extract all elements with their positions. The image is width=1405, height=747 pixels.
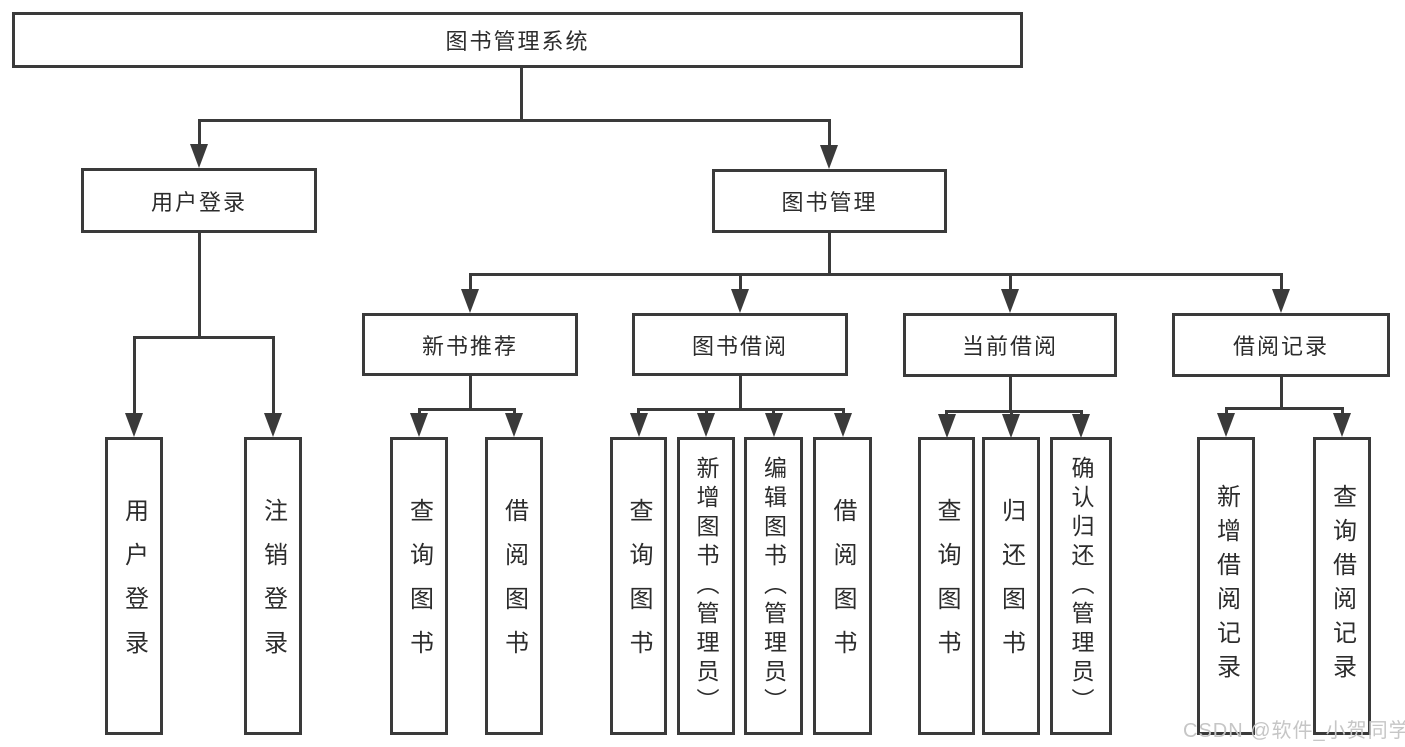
- connector-bookmgmt-branch: [469, 273, 1282, 276]
- leaf-borrowing-borrow: 借阅图书: [813, 437, 872, 735]
- node-root-library-system: 图书管理系统: [12, 12, 1023, 68]
- connector-userlogin-branch: [133, 336, 275, 339]
- connector-bookborrow-branch: [637, 408, 844, 411]
- connector-arrow-shaft-nb-borrow: [513, 408, 516, 415]
- leaf-borrowing-query: 查询图书: [610, 437, 667, 735]
- node-book-management: 图书管理: [712, 169, 947, 233]
- leaf-records-add: 新增借阅记录: [1197, 437, 1255, 735]
- connector-arrow-shaft-cb-query: [945, 410, 948, 416]
- connector-arrow-shaft-cb-return: [1010, 410, 1013, 416]
- leaf-borrowing-add-admin: 新增图书（管理员）: [677, 437, 735, 735]
- leaf-user-login: 用户登录: [105, 437, 163, 735]
- connector-arrow-shaft-login: [133, 336, 136, 413]
- leaf-newbooks-borrow: 借阅图书: [485, 437, 543, 735]
- connector-arrow-shaft-bb-query: [637, 408, 640, 415]
- arrowhead-user-login: [190, 144, 208, 168]
- arrowhead-cb-confirm: [1072, 414, 1090, 438]
- connector-arrow-shaft-user-login: [198, 119, 201, 146]
- leaf-borrowing-edit-admin: 编辑图书（管理员）: [744, 437, 803, 735]
- connector-records-branch: [1225, 407, 1344, 410]
- node-current-borrowing: 当前借阅: [903, 313, 1117, 377]
- connector-arrow-shaft-newbooks: [469, 273, 472, 291]
- connector-arrow-shaft-cb-confirm: [1080, 410, 1083, 416]
- node-new-book-recommend: 新书推荐: [362, 313, 578, 376]
- connector-arrow-shaft-bb-add: [705, 408, 708, 415]
- arrowhead-cb-query: [938, 414, 956, 438]
- arrowhead-nb-borrow: [505, 413, 523, 437]
- node-user-login: 用户登录: [81, 168, 317, 233]
- arrowhead-br-add: [1217, 413, 1235, 437]
- connector-currentborrow-branch: [945, 410, 1083, 413]
- connector-bookborrow-stem: [739, 376, 742, 408]
- arrowhead-book-mgmt: [820, 145, 838, 169]
- connector-newbooks-stem: [469, 376, 472, 408]
- connector-userlogin-stem: [198, 233, 201, 336]
- connector-arrow-shaft-bookborrow: [739, 273, 742, 291]
- connector-arrow-shaft-br-add: [1225, 407, 1228, 415]
- arrowhead-login: [125, 413, 143, 437]
- connector-arrow-shaft-records: [1280, 273, 1283, 291]
- arrowhead-bb-query: [630, 413, 648, 437]
- arrowhead-newbooks: [461, 289, 479, 313]
- arrowhead-records: [1272, 289, 1290, 313]
- arrowhead-bb-borrow: [834, 413, 852, 437]
- leaf-records-query: 查询借阅记录: [1313, 437, 1371, 735]
- arrowhead-nb-query: [410, 413, 428, 437]
- leaf-current-return: 归还图书: [982, 437, 1040, 735]
- arrowhead-bookborrow: [731, 289, 749, 313]
- connector-currentborrow-stem: [1009, 377, 1012, 410]
- connector-arrow-shaft-bb-edit: [772, 408, 775, 415]
- connector-arrow-shaft-book-mgmt: [828, 119, 831, 146]
- node-borrow-records: 借阅记录: [1172, 313, 1390, 377]
- arrowhead-logout: [264, 413, 282, 437]
- arrowhead-bb-add: [697, 413, 715, 437]
- arrowhead-currentborrow: [1001, 289, 1019, 313]
- connector-root-stem: [520, 68, 523, 119]
- connector-arrow-shaft-bb-borrow: [842, 408, 845, 415]
- connector-arrow-shaft-logout: [272, 336, 275, 413]
- connector-arrow-shaft-nb-query: [418, 408, 421, 415]
- connector-bookmgmt-stem: [828, 233, 831, 273]
- arrowhead-bb-edit: [765, 413, 783, 437]
- node-book-borrowing: 图书借阅: [632, 313, 848, 376]
- leaf-current-query: 查询图书: [918, 437, 975, 735]
- connector-arrow-shaft-br-query: [1341, 407, 1344, 415]
- connector-root-branch: [198, 119, 831, 122]
- csdn-watermark: CSDN @软件_小贺同学: [1183, 720, 1405, 742]
- arrowhead-br-query: [1333, 413, 1351, 437]
- connector-arrow-shaft-currentborrow: [1009, 273, 1012, 291]
- leaf-logout: 注销登录: [244, 437, 302, 735]
- leaf-current-confirm-return-admin: 确认归还（管理员）: [1050, 437, 1112, 735]
- leaf-newbooks-query: 查询图书: [390, 437, 448, 735]
- connector-newbooks-branch: [418, 408, 516, 411]
- arrowhead-cb-return: [1002, 414, 1020, 438]
- connector-records-stem: [1280, 377, 1283, 407]
